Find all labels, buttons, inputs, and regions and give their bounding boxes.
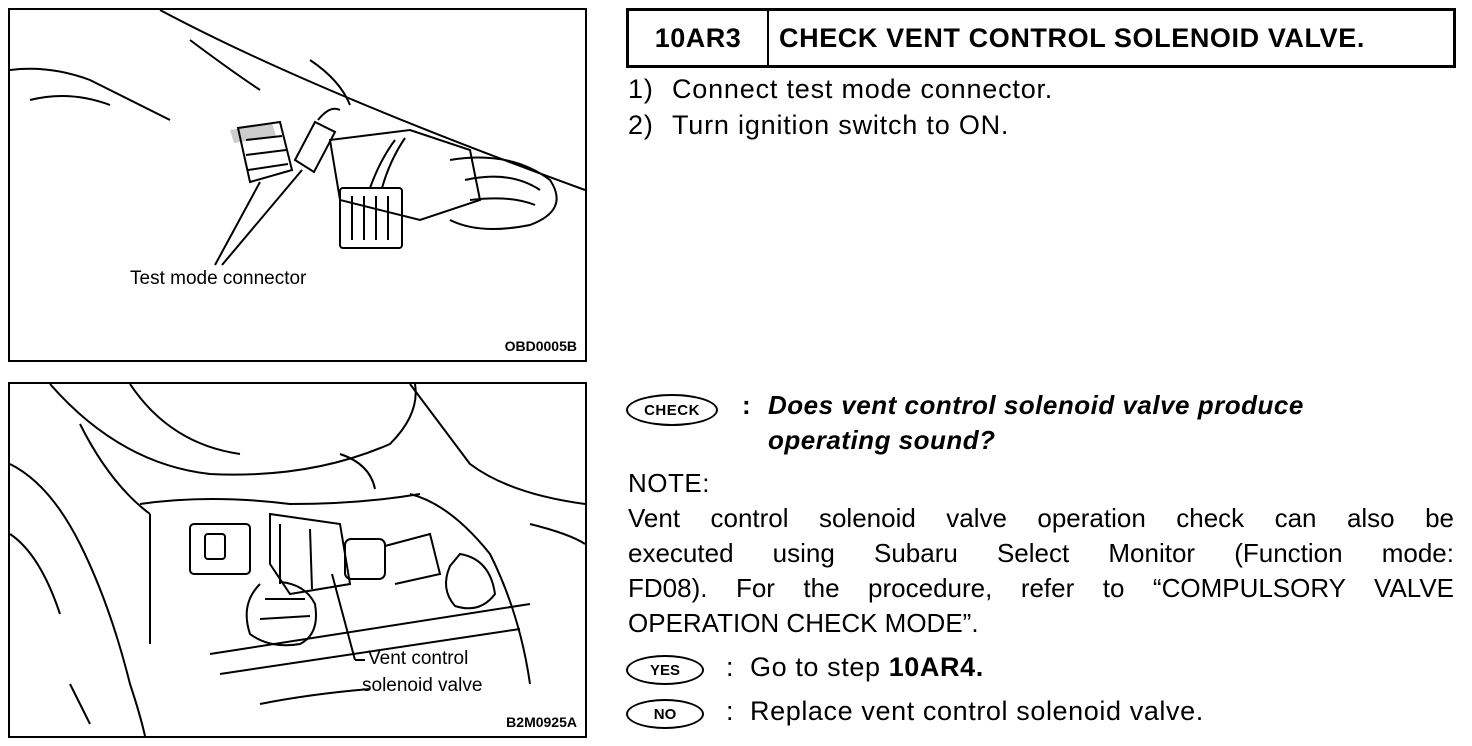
test-mode-connector-label: Test mode connector [130,268,307,289]
no-badge-icon: NO [626,699,704,729]
check-colon: : [742,390,751,420]
step-title: CHECK VENT CONTROL SOLENOID VALVE. [779,22,1365,53]
yes-answer-target: 10AR4. [888,652,984,682]
figure-test-mode-connector: Test mode connector OBD0005B [8,8,587,362]
step-item-text: Connect test mode connector. [672,74,1054,104]
note-line: OPERATION CHECK MODE”. [628,608,979,638]
yes-answer: Go to step 10AR4. [750,652,984,683]
figure-code: OBD0005B [504,338,577,354]
figure-vent-control-solenoid-valve: Vent control solenoid valve B2M0925A [8,382,587,738]
step-item-number: 2) [628,110,654,140]
check-question-line1: Does vent control solenoid valve produce [768,390,1304,420]
vent-control-label-line2: solenoid valve [362,675,483,696]
yes-badge-icon: YES [626,655,704,685]
step-item-text: Turn ignition switch to ON. [672,110,1010,140]
note-heading: NOTE: [628,468,710,498]
note-line: FD08). For the procedure, refer to “COMP… [628,573,1454,603]
no-answer: Replace vent control solenoid valve. [750,696,1204,726]
figure-code: B2M0925A [506,714,577,730]
step-header-table: 10AR3 CHECK VENT CONTROL SOLENOID VALVE. [626,8,1456,68]
test-mode-connector-illustration [10,10,585,266]
check-badge-icon: CHECK [626,394,718,426]
yes-answer-text: Go to step [750,652,889,682]
no-colon: : [726,696,734,726]
note-line: Vent control solenoid valve operation ch… [628,503,1454,533]
step-item-number: 1) [628,74,654,104]
step-number: 10AR3 [629,11,769,65]
yes-colon: : [726,652,734,682]
check-question-line2: operating sound? [768,425,996,455]
vent-control-label-line1: Vent control [368,648,469,669]
step-item: 1) Connect test mode connector. [628,74,1053,105]
note-line: executed using Subaru Select Monitor (Fu… [628,538,1454,568]
step-item: 2) Turn ignition switch to ON. [628,110,1009,141]
vent-control-solenoid-valve-illustration [10,384,585,736]
